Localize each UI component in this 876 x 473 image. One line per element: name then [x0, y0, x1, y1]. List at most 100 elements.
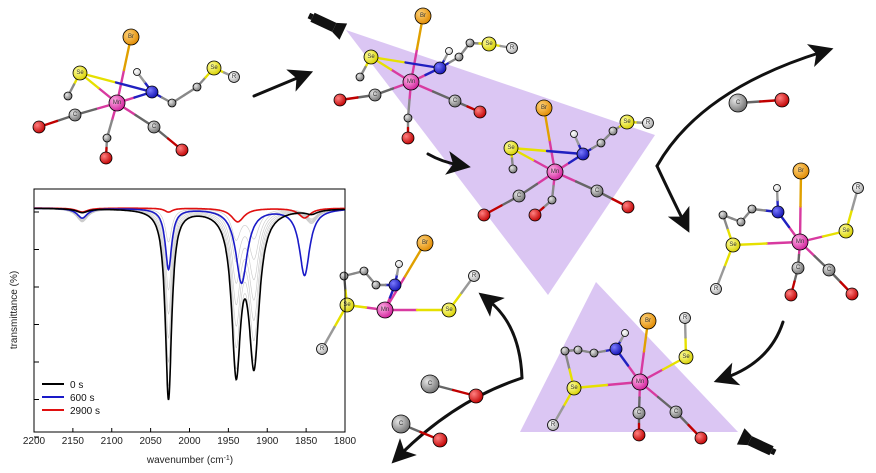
atom-sphere	[388, 278, 402, 292]
atom-sphere	[736, 217, 746, 227]
atom-label: Se	[210, 65, 218, 71]
atom-sphere	[468, 388, 484, 404]
atom-sphere	[473, 105, 487, 119]
atom-o	[621, 200, 635, 214]
atom-cs	[102, 133, 112, 143]
atom-label: R	[714, 286, 719, 292]
atom-label: R	[856, 185, 861, 191]
atom-sphere	[546, 163, 564, 181]
atom-se: Se	[206, 60, 222, 76]
atom-se: Se	[481, 36, 497, 52]
atom-label: R	[646, 120, 651, 126]
atom-sphere	[725, 237, 741, 253]
atom-sphere	[609, 342, 623, 356]
atom-c: C	[728, 93, 748, 113]
atom-label: Mn	[113, 100, 121, 106]
atom-sphere	[710, 283, 722, 295]
atom-sphere	[133, 68, 141, 76]
series-line-1	[34, 207, 345, 285]
atom-sphere	[175, 143, 189, 157]
atom-cs	[167, 98, 177, 108]
atom-sphere	[845, 287, 859, 301]
atom-label: C	[827, 267, 832, 273]
atom-cs	[608, 126, 618, 136]
intermediate-trace	[34, 208, 345, 315]
atom-sphere	[512, 189, 526, 203]
atom-sphere	[465, 38, 475, 48]
atom-c: C	[512, 189, 526, 203]
atom-sphere	[791, 261, 805, 275]
atom-label: Br	[422, 240, 428, 246]
atom-n	[388, 278, 402, 292]
atom-c: C	[448, 94, 462, 108]
atom-label: C	[796, 265, 801, 271]
atom-sphere	[747, 204, 757, 214]
atom-sphere	[401, 131, 415, 145]
legend-label: 0 s	[70, 380, 83, 391]
atom-br: Br	[792, 162, 810, 180]
atom-label: Se	[76, 70, 84, 76]
atom-sphere	[147, 120, 161, 134]
atom-sphere	[728, 93, 748, 113]
atom-n	[576, 147, 590, 161]
x-tick-label: 1900	[256, 436, 279, 447]
atom-sphere	[468, 270, 480, 282]
atom-sphere	[570, 130, 578, 138]
atom-cs	[355, 72, 365, 82]
atom-label: C	[736, 100, 741, 106]
atom-cs	[465, 38, 475, 48]
x-tick-label: 1800	[334, 436, 357, 447]
atom-label: C	[595, 188, 600, 194]
atom-sphere	[503, 140, 519, 156]
x-tick-label: 2150	[62, 436, 85, 447]
atom-label: Br	[128, 34, 134, 40]
atom-sphere	[414, 7, 432, 25]
atom-label: Br	[541, 105, 547, 111]
atom-c: C	[68, 108, 82, 122]
atom-label: R	[320, 346, 325, 352]
atom-r: R	[852, 182, 864, 194]
atom-sphere	[228, 71, 240, 83]
atom-o	[784, 288, 798, 302]
atom-sphere	[363, 49, 379, 65]
y-axis-ticks	[34, 211, 39, 438]
atom-label: C	[73, 112, 78, 118]
atom-label: Se	[729, 242, 737, 248]
atom-sphere	[694, 431, 708, 445]
atom-sphere	[589, 348, 599, 358]
atom-sphere	[420, 374, 440, 394]
atom-sphere	[333, 93, 347, 107]
atom-label: R	[551, 422, 556, 428]
atom-cs	[371, 280, 381, 290]
atom-cs	[508, 164, 518, 174]
atom-o	[774, 92, 790, 108]
atom-mn: Mn	[402, 73, 420, 91]
atom-cs	[454, 52, 464, 62]
atom-mn: Mn	[791, 233, 809, 251]
atom-sphere	[573, 345, 583, 355]
atom-sphere	[773, 184, 781, 192]
co-molecule: C	[728, 92, 790, 113]
atom-sphere	[528, 208, 542, 222]
atom-sphere	[167, 98, 177, 108]
series-line-0	[34, 207, 346, 401]
atom-mn: Mn	[108, 94, 126, 112]
atom-c: C	[669, 405, 683, 419]
atom-sphere	[448, 94, 462, 108]
atom-label: Se	[367, 54, 375, 60]
atom-c: C	[147, 120, 161, 134]
atom-label: C	[517, 193, 522, 199]
atom-cs	[359, 266, 369, 276]
atom-r: R	[679, 312, 691, 324]
atom-se: Se	[339, 297, 355, 313]
atom-mn: Mn	[546, 163, 564, 181]
atom-label: Br	[420, 13, 426, 19]
atom-o	[99, 151, 113, 165]
atom-sphere	[454, 52, 464, 62]
atom-sphere	[852, 182, 864, 194]
light-beam-top	[346, 30, 655, 295]
